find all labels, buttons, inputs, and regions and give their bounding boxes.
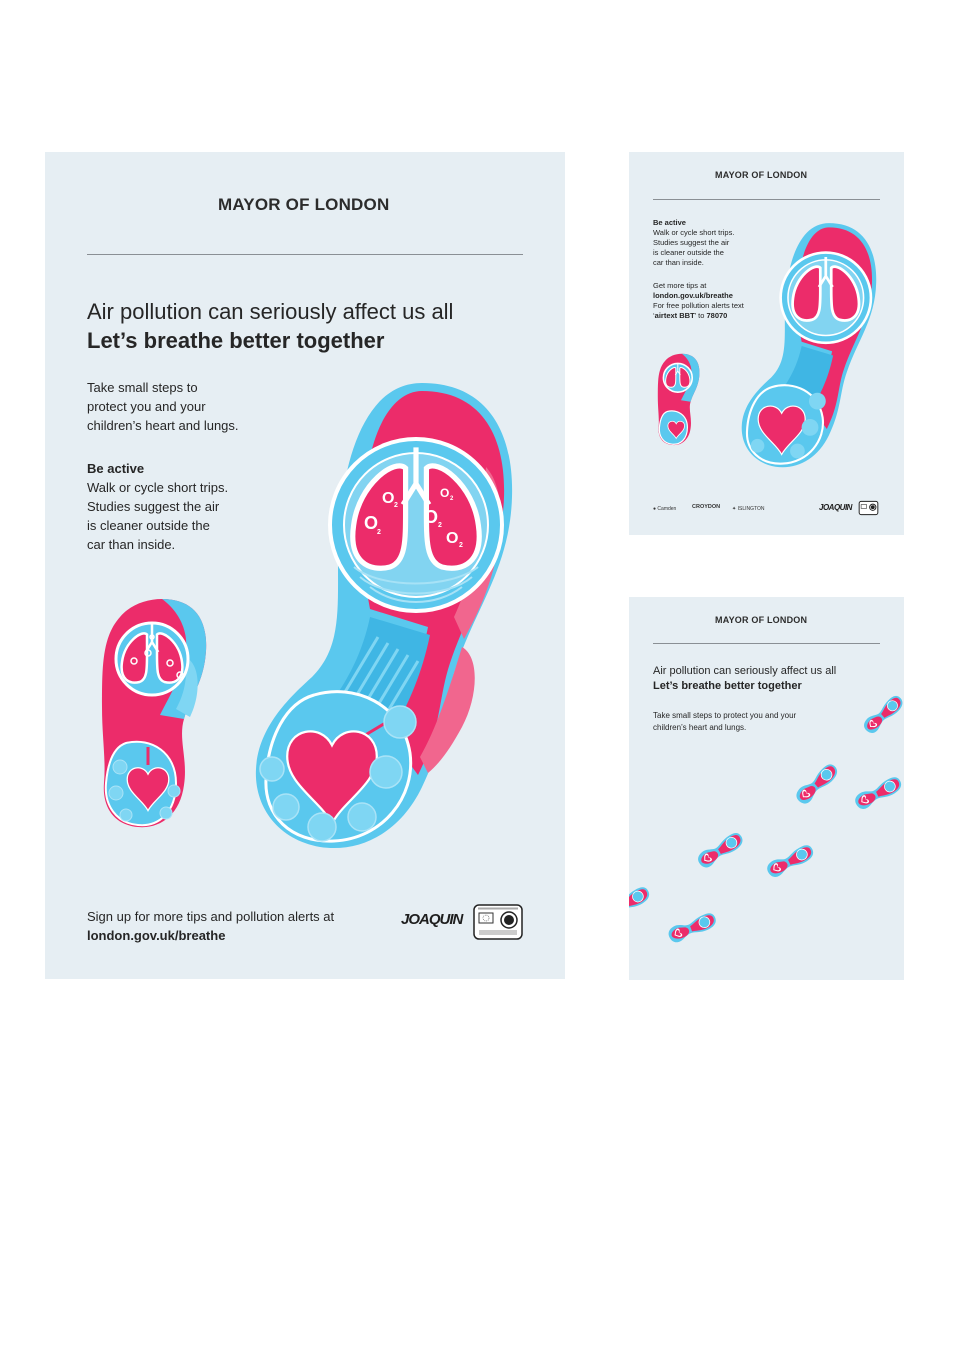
joaquin-logo: JOAQUIN <box>401 911 463 928</box>
eu-funding-badge <box>858 500 879 516</box>
eu-funding-badge <box>473 904 523 940</box>
tips-link[interactable]: london.gov.uk/breathe <box>653 291 733 300</box>
mayor-of-london-logo: MAYOR OF LONDON <box>715 615 808 625</box>
intro-text: Take small steps to protect you and your… <box>87 380 239 433</box>
signup-text: Sign up for more tips and pollution aler… <box>87 909 335 943</box>
divider <box>87 254 523 255</box>
tips-section: Get more tips at london.gov.uk/breathe F… <box>653 281 744 320</box>
svg-text:O: O <box>446 530 458 547</box>
mayor-of-london-logo: MAYOR OF LONDON <box>715 170 808 180</box>
intro-text: Take small steps to protect you and your… <box>653 711 797 732</box>
svg-text:2: 2 <box>438 522 442 529</box>
footsteps-trail-illustration <box>629 689 904 949</box>
svg-text:O: O <box>382 490 394 507</box>
svg-text:2: 2 <box>450 496 454 502</box>
svg-text:O: O <box>364 513 378 533</box>
council-logo-croydon: CROYDON <box>692 504 721 510</box>
be-active-title: Be active <box>87 461 145 476</box>
small-poster-footsteps: MAYOR OF LONDON Air pollution can seriou… <box>629 597 904 980</box>
joaquin-logo: JOAQUIN <box>819 503 852 512</box>
headline: Air pollution can seriously affect us al… <box>653 665 837 677</box>
be-active-section: Be active Walk or cycle short trips. Stu… <box>653 218 735 267</box>
small-shoe-sole-illustration <box>657 353 700 446</box>
large-shoe-sole-illustration <box>741 223 877 468</box>
small-shoe-sole-illustration <box>102 599 207 828</box>
svg-text:2: 2 <box>459 542 463 549</box>
subheadline: Let’s breathe better together <box>653 680 802 692</box>
svg-text:2: 2 <box>394 502 398 509</box>
council-logo-camden: ● Camden <box>653 506 677 512</box>
subheadline: Let’s breathe better together <box>87 328 385 353</box>
svg-text:O: O <box>424 507 438 527</box>
svg-text:O: O <box>440 486 449 500</box>
divider <box>653 199 880 200</box>
be-active-section: Be active Walk or cycle short trips. Stu… <box>87 461 229 552</box>
headline: Air pollution can seriously affect us al… <box>87 299 454 324</box>
mayor-of-london-logo: MAYOR OF LONDON <box>218 195 390 214</box>
divider <box>653 643 880 644</box>
small-poster-be-active: MAYOR OF LONDON Be active Walk or cycle … <box>629 152 904 535</box>
main-poster: MAYOR OF LONDON Air pollution can seriou… <box>45 152 565 979</box>
signup-link[interactable]: london.gov.uk/breathe <box>87 928 226 943</box>
svg-text:2: 2 <box>377 529 381 536</box>
council-logo-islington: ✦ ISLINGTON <box>732 506 765 512</box>
